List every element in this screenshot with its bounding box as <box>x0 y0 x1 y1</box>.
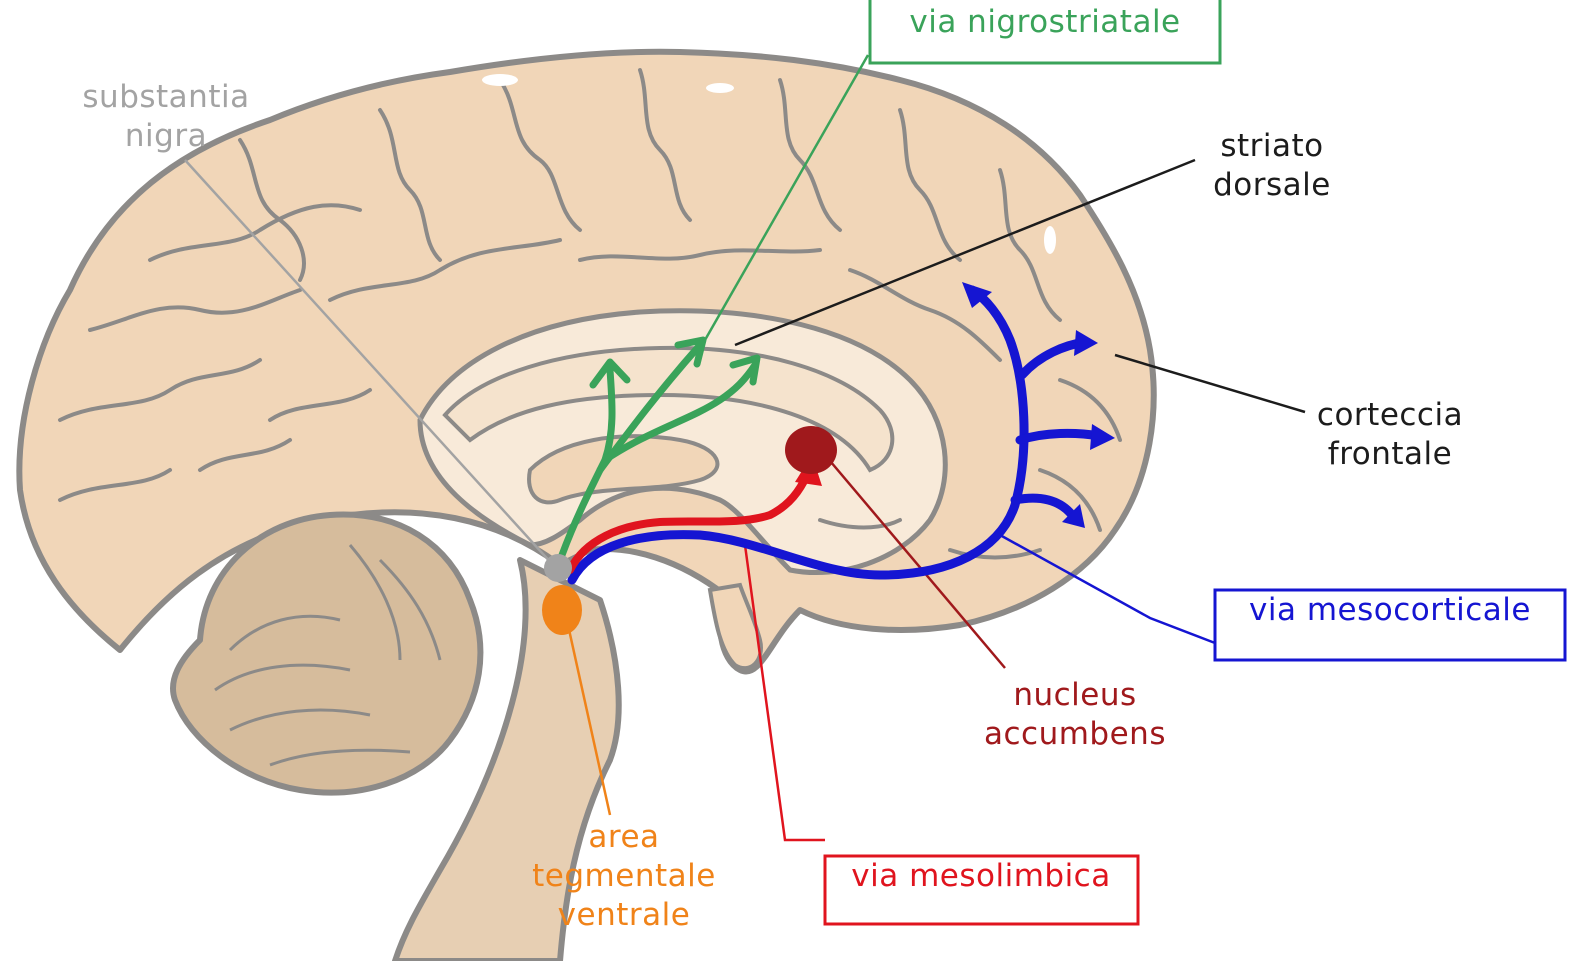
substantia-nigra-marker <box>544 554 572 582</box>
label-corteccia-frontale-line1: corteccia <box>1317 397 1463 433</box>
label-striato-dorsale-line2: dorsale <box>1213 167 1331 203</box>
label-nucleus-accumbens-line1: nucleus <box>1013 677 1136 713</box>
label-nucleus-accumbens-line2: accumbens <box>984 716 1166 752</box>
label-via-mesocorticale: via mesocorticale <box>1249 592 1531 628</box>
label-striato-dorsale-line1: striato <box>1220 128 1323 164</box>
label-area-tegmentale-line3: ventrale <box>558 897 691 933</box>
label-via-nigrostriatale: via nigrostriatale <box>909 4 1180 40</box>
label-area-tegmentale-line2: tegmentale <box>532 858 716 894</box>
brain-illustration <box>19 52 1153 961</box>
label-via-mesolimbica: via mesolimbica <box>851 858 1110 894</box>
nucleus-accumbens-marker <box>785 426 837 474</box>
label-area-tegmentale-line1: area <box>588 819 659 855</box>
label-substantia-nigra-line1: substantia <box>82 79 249 115</box>
vta-marker <box>542 585 582 635</box>
label-substantia-nigra-line2: nigra <box>125 118 207 154</box>
label-corteccia-frontale-line2: frontale <box>1328 436 1452 472</box>
